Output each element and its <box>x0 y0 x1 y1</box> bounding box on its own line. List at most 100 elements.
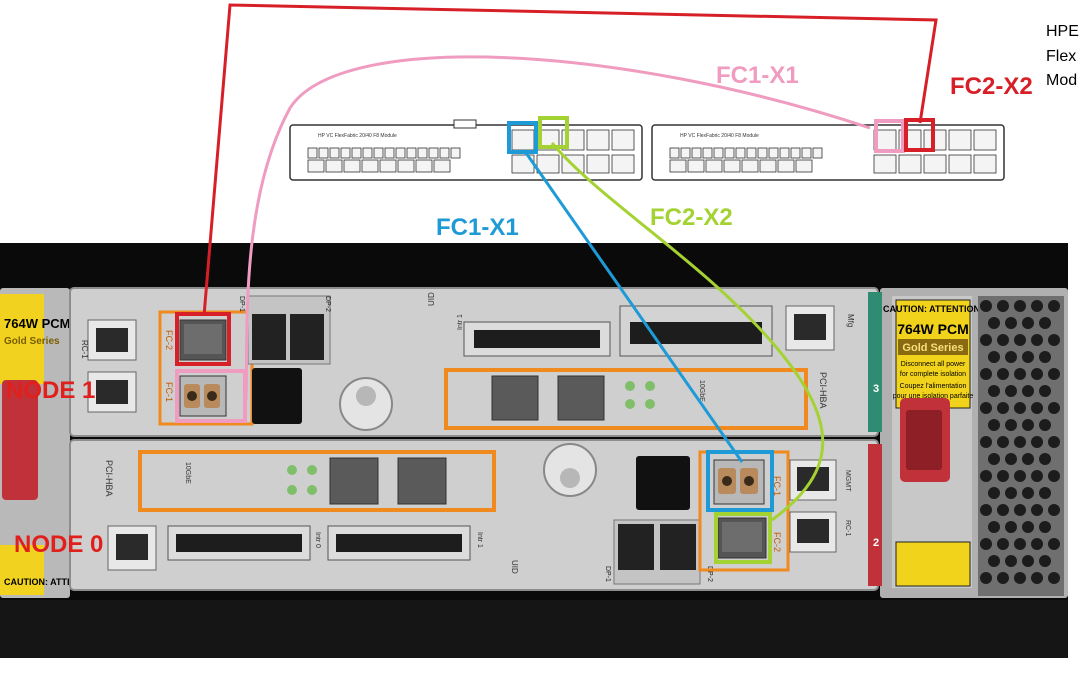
node1-hba-sfp2[interactable] <box>557 375 605 421</box>
interconnect-port[interactable] <box>948 129 972 151</box>
interconnect-1-title: HP VC FlexFabric 20/40 F8 Module <box>318 133 397 139</box>
interconnect-port[interactable] <box>361 159 379 173</box>
interconnect-port[interactable] <box>723 159 741 173</box>
node1-rc-label: RC-1 <box>80 340 89 359</box>
interconnect-port[interactable] <box>586 154 610 174</box>
interconnect-port[interactable] <box>812 147 823 159</box>
interconnect-port[interactable] <box>801 147 812 159</box>
fan-grille-hole <box>1048 402 1060 414</box>
node1-label: NODE 1 <box>6 377 95 404</box>
fan-grille-hole <box>1048 436 1060 448</box>
interconnect-port[interactable] <box>439 147 450 159</box>
interconnect-port[interactable] <box>680 147 691 159</box>
interconnect-port[interactable] <box>307 159 325 173</box>
fan-grille-hole <box>997 504 1009 516</box>
interconnect-port[interactable] <box>415 159 433 173</box>
interconnect-port[interactable] <box>351 147 362 159</box>
interconnect-port[interactable] <box>329 147 340 159</box>
interconnect-port[interactable] <box>379 159 397 173</box>
interconnect-port[interactable] <box>536 154 560 174</box>
fan-grille-hole <box>988 453 1000 465</box>
interconnect-port[interactable] <box>759 159 777 173</box>
fan-grille-hole <box>1039 521 1051 533</box>
interconnect-port[interactable] <box>611 154 635 174</box>
interconnect-port[interactable] <box>343 159 361 173</box>
interconnect-port[interactable] <box>705 159 723 173</box>
fan-grille-hole <box>997 470 1009 482</box>
interconnect-port[interactable] <box>511 129 535 151</box>
interconnect-port[interactable] <box>873 154 897 174</box>
interconnect-port[interactable] <box>735 147 746 159</box>
left-pcm-handle[interactable] <box>2 380 38 500</box>
interconnect-module-2: HP VC FlexFabric 20/40 F8 Module <box>651 124 1005 181</box>
interconnect-port[interactable] <box>586 129 610 151</box>
interconnect-port[interactable] <box>362 147 373 159</box>
interconnect-2-title: HP VC FlexFabric 20/40 F8 Module <box>680 133 759 139</box>
node0-dp2-label: DP-2 <box>706 566 713 582</box>
interconnect-port[interactable] <box>973 129 997 151</box>
interconnect-2-ports[interactable] <box>669 129 997 174</box>
interconnect-port[interactable] <box>746 147 757 159</box>
node0-hba-sfp1[interactable] <box>329 457 379 505</box>
fan-grille-hole <box>1048 504 1060 516</box>
interconnect-port[interactable] <box>777 159 795 173</box>
interconnect-port[interactable] <box>973 154 997 174</box>
interconnect-port[interactable] <box>406 147 417 159</box>
interconnect-port[interactable] <box>795 159 813 173</box>
interconnect-port[interactable] <box>611 129 635 151</box>
fan-grille-holes <box>980 300 1060 584</box>
interconnect-port[interactable] <box>450 147 461 159</box>
interconnect-port[interactable] <box>790 147 801 159</box>
fan-grille-hole <box>1014 436 1026 448</box>
interconnect-port[interactable] <box>757 147 768 159</box>
fan-grille-hole <box>988 419 1000 431</box>
fan-grille-hole <box>1039 555 1051 567</box>
node1-speed-label: 10GbE <box>698 380 705 402</box>
node0-mgmt-label: MGMT <box>844 470 851 492</box>
fan-grille-hole <box>1039 385 1051 397</box>
interconnect-port[interactable] <box>325 159 343 173</box>
interconnect-port[interactable] <box>724 147 735 159</box>
interconnect-port[interactable] <box>779 147 790 159</box>
interconnect-port[interactable] <box>373 147 384 159</box>
fan-grille-hole <box>980 538 992 550</box>
fan-grille-hole <box>1022 453 1034 465</box>
right-power-module: CAUTION: ATTENTION: 764W PCM Gold Series… <box>880 288 1068 598</box>
corner-text-line2: Flex <box>1046 48 1076 65</box>
interconnect-port[interactable] <box>307 147 318 159</box>
interconnect-port[interactable] <box>898 154 922 174</box>
fan-grille-hole <box>1014 300 1026 312</box>
node1-uid-label: UID <box>427 292 436 306</box>
interconnect-port[interactable] <box>691 147 702 159</box>
interconnect-port[interactable] <box>768 147 779 159</box>
interconnect-port[interactable] <box>397 159 415 173</box>
interconnect-port[interactable] <box>669 147 680 159</box>
node0-rc-label: RC-1 <box>844 520 851 536</box>
interconnect-port[interactable] <box>702 147 713 159</box>
fan-grille-hole <box>1039 419 1051 431</box>
interconnect-port[interactable] <box>428 147 439 159</box>
fan-grille-hole <box>1039 317 1051 329</box>
interconnect-port[interactable] <box>384 147 395 159</box>
interconnect-port[interactable] <box>713 147 724 159</box>
interconnect-port[interactable] <box>687 159 705 173</box>
interconnect-port[interactable] <box>433 159 451 173</box>
fan-grille-hole <box>1014 334 1026 346</box>
node0-fc1-highlight <box>706 450 774 512</box>
interconnect-port[interactable] <box>318 147 329 159</box>
right-pcm-series: Gold Series <box>902 342 963 354</box>
node0-hba-sfp2[interactable] <box>397 457 447 505</box>
interconnect-port[interactable] <box>669 159 687 173</box>
interconnect-port[interactable] <box>340 147 351 159</box>
fan-grille-hole <box>1031 334 1043 346</box>
interconnect-port[interactable] <box>948 154 972 174</box>
node1-hba-sfp1[interactable] <box>491 375 539 421</box>
label-pink-fc1-x1: FC1-X1 <box>716 62 799 89</box>
interconnect-port[interactable] <box>417 147 428 159</box>
fan-grille-hole <box>980 300 992 312</box>
interconnect-port[interactable] <box>923 154 947 174</box>
fan-grille-hole <box>980 368 992 380</box>
interconnect-port[interactable] <box>741 159 759 173</box>
interconnect-port[interactable] <box>395 147 406 159</box>
